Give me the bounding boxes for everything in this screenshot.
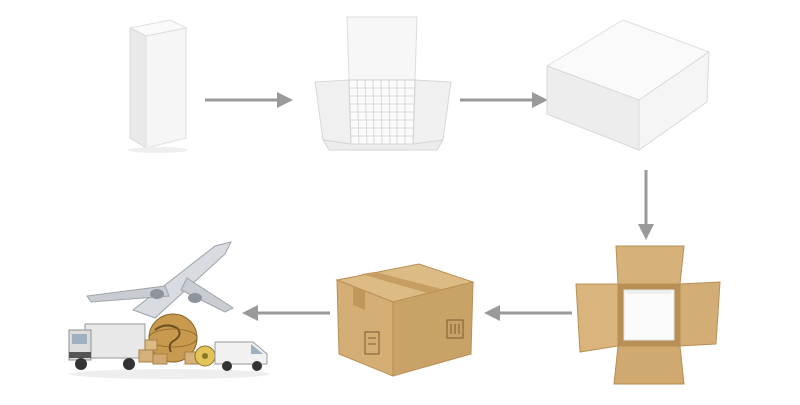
arrow-left-5: [240, 303, 332, 323]
arrow-right-1: [203, 90, 295, 110]
arrow-down-3: [636, 168, 656, 243]
plane-truck-globe-logistics-icon: [65, 238, 275, 380]
open-box-with-grid-tray-icon: [305, 12, 460, 157]
airplane-icon: [86, 241, 235, 319]
arrow-right-2: [458, 90, 550, 110]
arrow-left-4: [482, 303, 574, 323]
open-cardboard-carton-icon: [574, 244, 724, 389]
white-master-carton-icon: [543, 18, 713, 158]
globe-icon: [148, 313, 198, 363]
white-vial-box-icon: [118, 10, 198, 155]
van-icon: [214, 341, 268, 371]
truck-icon: [68, 323, 146, 370]
cargo-boxes-icon: [138, 339, 200, 365]
sealed-cardboard-carton-icon: [335, 262, 475, 380]
